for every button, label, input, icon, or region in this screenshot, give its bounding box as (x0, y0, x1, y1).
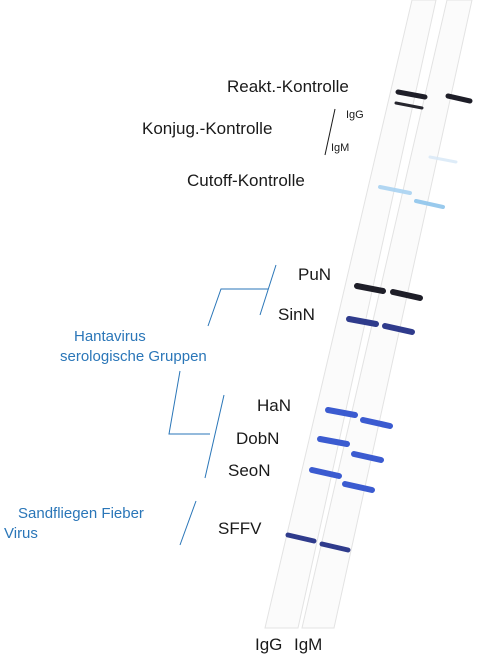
sandfly-group-line1: Sandfliegen Fieber (18, 504, 198, 524)
strip-label-igm: IgM (294, 636, 322, 653)
cutoff-control-label: Cutoff-Kontrolle (187, 172, 305, 189)
strip-label-igg: IgG (255, 636, 282, 653)
antigen-label-seon: SeoN (228, 462, 271, 479)
antigen-label-dobn: DobN (236, 430, 279, 447)
hantavirus-group-line1: Hantavirus (74, 327, 264, 347)
hantavirus-bracket-bottom (169, 371, 210, 434)
hantavirus-bracket-bottom-spine (205, 395, 224, 478)
sandfly-group-line2: Virus (4, 524, 198, 544)
conjugate-igm-label: IgM (331, 143, 349, 154)
antigen-label-sinn: SinN (278, 306, 315, 323)
hantavirus-group-line2: serologische Gruppen (60, 347, 264, 367)
hantavirus-bracket-top-arm (208, 289, 268, 326)
antigen-label-sffv: SFFV (218, 520, 261, 537)
conjugate-igg-label: IgG (346, 110, 364, 121)
reaction-control-label: Reakt.-Kontrolle (227, 78, 349, 95)
antigen-label-pun: PuN (298, 266, 331, 283)
antigen-label-han: HaN (257, 397, 291, 414)
sandfly-group-label: Sandfliegen Fieber Virus (18, 504, 198, 544)
conjugate-control-label: Konjug.-Kontrolle (142, 120, 272, 137)
hantavirus-bracket-top (260, 265, 276, 315)
band-igm-reaction (448, 96, 470, 101)
hantavirus-group-label: Hantavirus serologische Gruppen (74, 327, 264, 367)
